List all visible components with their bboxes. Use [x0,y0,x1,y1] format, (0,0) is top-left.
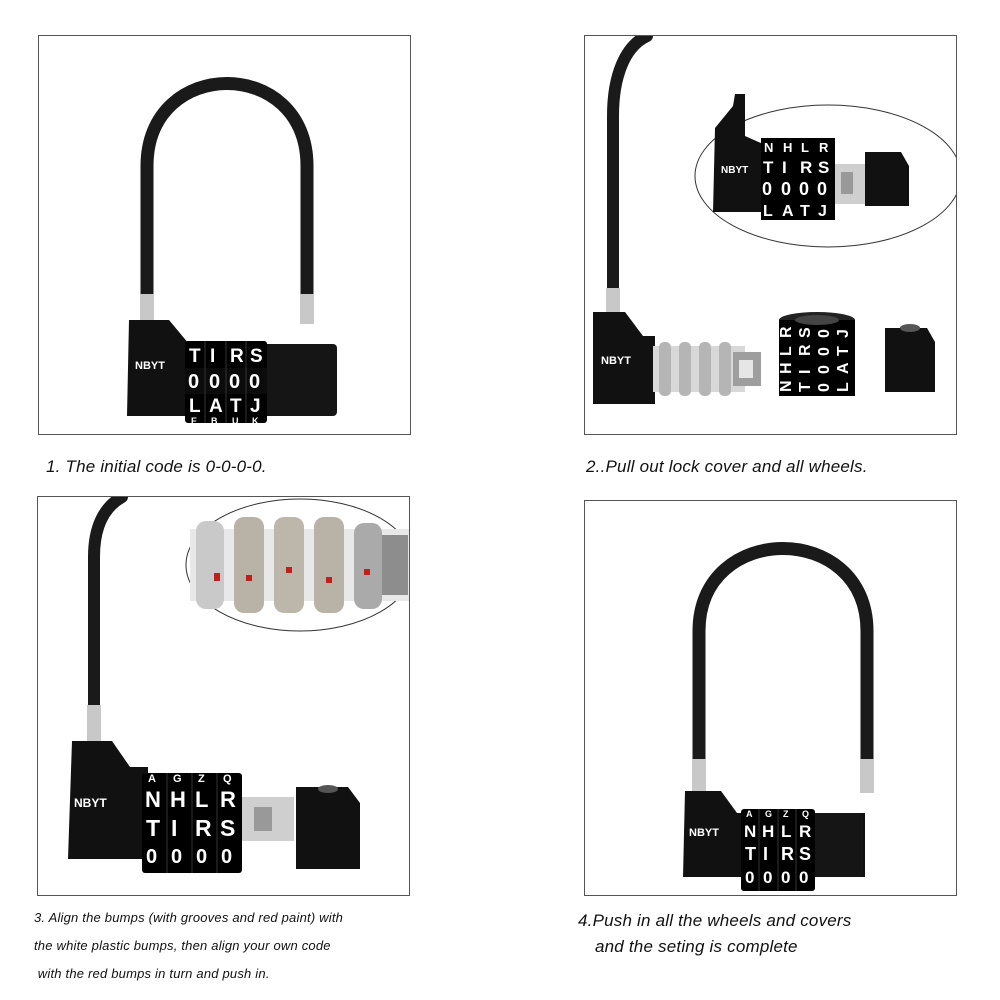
lock-cover [885,328,935,392]
step3-caption-line-1: 3. Align the bumps (with grooves and red… [34,910,344,925]
svg-text:0000: 0000 [762,179,827,199]
zoom-inset-bumps [185,498,409,632]
svg-text:TIRS: TIRS [745,844,811,864]
svg-text:TIRS: TIRS [189,346,263,367]
svg-text:TIRS: TIRS [146,815,235,841]
svg-text:TIRS: TIRS [763,158,829,177]
svg-text:NHLR: NHLR [764,140,829,155]
svg-text:NHLR: NHLR [145,787,236,812]
cable-shackle [140,77,314,313]
lock-cover [296,787,360,869]
cable-ferrule [606,288,620,314]
cable [88,497,128,723]
svg-text:LATJ: LATJ [189,396,261,417]
cable-ferrule-right [300,294,314,324]
brand-logo: NBYT [601,355,631,367]
step3-caption-line-2: the white plastic bumps, then align your… [34,938,331,953]
svg-text:TIRS: TIRS [797,327,814,392]
step3-caption-line-3: with the red bumps in turn and push in. [34,966,270,981]
svg-text:LATJ: LATJ [763,203,827,220]
lock-cap [267,344,337,416]
cable-ferrule [87,705,101,741]
step2-panel: NBYT NHLR TIRS 0000 LATJ [584,35,957,435]
cable-ferrule-left [692,759,706,791]
cable [607,36,653,312]
svg-text:0000: 0000 [745,868,808,887]
lock-cap [811,813,863,877]
svg-text:0000: 0000 [188,371,260,393]
step2-lock-illustration: NBYT NHLR TIRS 0000 LATJ [593,36,956,404]
svg-text:LATJ: LATJ [835,329,852,392]
brand-logo: NBYT [135,360,165,372]
brand-logo: NBYT [689,827,719,839]
step4-caption-line-1: 4.Push in all the wheels and covers [578,911,852,930]
svg-text:NHLR: NHLR [744,822,811,841]
step1-caption: 1. The initial code is 0-0-0-0. [46,457,267,476]
step4-caption: 4.Push in all the wheels and covers and … [578,908,852,960]
brand-logo: NBYT [74,796,107,810]
svg-text:0000: 0000 [816,329,833,392]
svg-text:NHLR: NHLR [778,326,795,392]
step4-caption-line-2: and the seting is complete [595,937,798,956]
lock-body [593,312,655,404]
cable-ferrule-right [860,759,874,793]
cable-ferrule-left [140,294,154,324]
lock-body [68,741,148,859]
metal-spindle [653,342,761,396]
svg-text:NBYT: NBYT [721,165,748,176]
svg-text:0000: 0000 [146,846,232,868]
loose-wheels: NHLR TIRS 0000 LATJ [778,312,855,396]
step2-caption: 2..Pull out lock cover and all wheels. [586,457,868,476]
cable-shackle [692,542,874,776]
step3-caption: 3. Align the bumps (with grooves and red… [34,904,343,988]
